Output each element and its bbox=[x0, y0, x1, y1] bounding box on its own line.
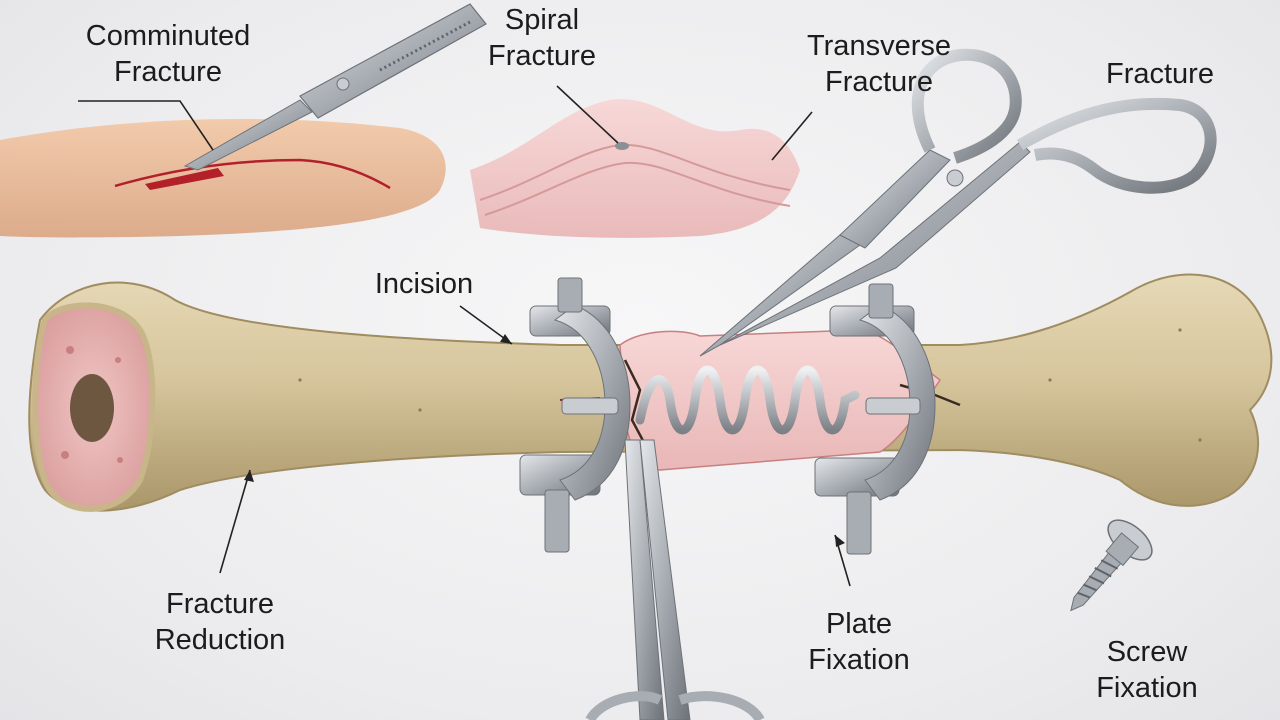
label-incision: Incision bbox=[344, 266, 504, 302]
label-plate-line1: Plate bbox=[825, 608, 893, 640]
label-comminuted-line2: Fracture bbox=[114, 56, 222, 88]
label-reduction-line2: Reduction bbox=[154, 624, 286, 656]
label-screw-fixation: Screw Fixation bbox=[1072, 634, 1222, 706]
leader-arrowheads bbox=[244, 334, 845, 547]
label-transverse-line1: Transverse bbox=[807, 30, 951, 62]
label-screw-line2: Fixation bbox=[1096, 672, 1198, 704]
label-spiral-line1: Spiral bbox=[504, 4, 580, 36]
label-spiral-fracture: Spiral Fracture bbox=[462, 2, 622, 74]
forceps-icon bbox=[585, 439, 765, 720]
bone-screw-icon bbox=[1070, 519, 1153, 612]
bone-clamp-icon bbox=[814, 283, 936, 555]
label-transverse-line2: Fracture bbox=[825, 66, 933, 98]
label-fracture: Fracture bbox=[1080, 56, 1240, 92]
label-transverse-fracture: Transverse Fracture bbox=[774, 28, 984, 100]
label-fracture-line1: Fracture bbox=[1106, 58, 1214, 90]
skin-incision-panel bbox=[0, 118, 446, 238]
bone-clamp-icon bbox=[519, 277, 631, 553]
label-comminuted-fracture: Comminuted Fracture bbox=[58, 18, 278, 90]
label-screw-line1: Screw bbox=[1106, 636, 1188, 668]
label-fracture-reduction: Fracture Reduction bbox=[120, 586, 320, 658]
soft-tissue-panel bbox=[470, 99, 800, 238]
label-incision-line1: Incision bbox=[374, 268, 474, 300]
label-plate-fixation: Plate Fixation bbox=[784, 606, 934, 678]
label-spiral-line2: Fracture bbox=[488, 40, 596, 72]
label-plate-line2: Fixation bbox=[808, 644, 910, 676]
spring-implant-icon bbox=[635, 365, 860, 435]
scalpel-icon bbox=[183, 3, 487, 171]
label-comminuted-line1: Comminuted bbox=[85, 20, 251, 52]
forceps-icon bbox=[699, 48, 1217, 357]
label-reduction-line1: Fracture bbox=[166, 588, 274, 620]
